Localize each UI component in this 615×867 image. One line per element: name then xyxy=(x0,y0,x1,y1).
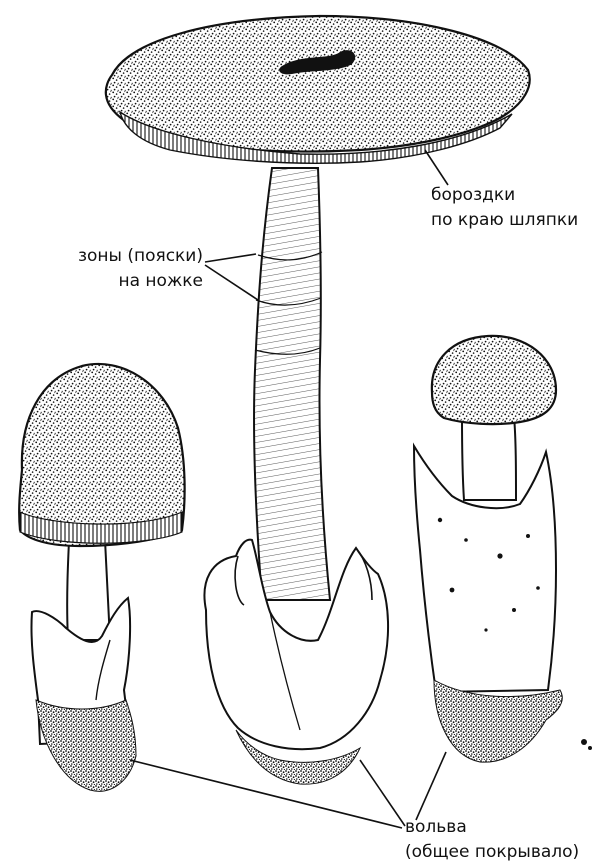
leader-grooves xyxy=(425,150,448,185)
leader-zones-1 xyxy=(205,254,256,262)
label-grooves-line1: бороздки xyxy=(431,183,578,208)
label-zones: зоны (пояски) на ножке xyxy=(55,244,203,294)
leader-volva-right xyxy=(416,752,446,820)
label-zones-line2: на ножке xyxy=(55,269,203,294)
label-volva-line1: вольва xyxy=(405,815,579,840)
label-volva-line2: (общее покрывало) xyxy=(405,840,579,865)
label-grooves-line2: по краю шляпки xyxy=(431,208,578,233)
leader-zones-2 xyxy=(205,265,258,300)
leader-volva-center xyxy=(360,760,405,826)
label-zones-line1: зоны (пояски) xyxy=(55,244,203,269)
label-volva: вольва (общее покрывало) xyxy=(405,815,579,865)
right-mushroom xyxy=(414,336,592,762)
label-grooves: бороздки по краю шляпки xyxy=(431,183,578,233)
left-mushroom xyxy=(19,364,184,791)
